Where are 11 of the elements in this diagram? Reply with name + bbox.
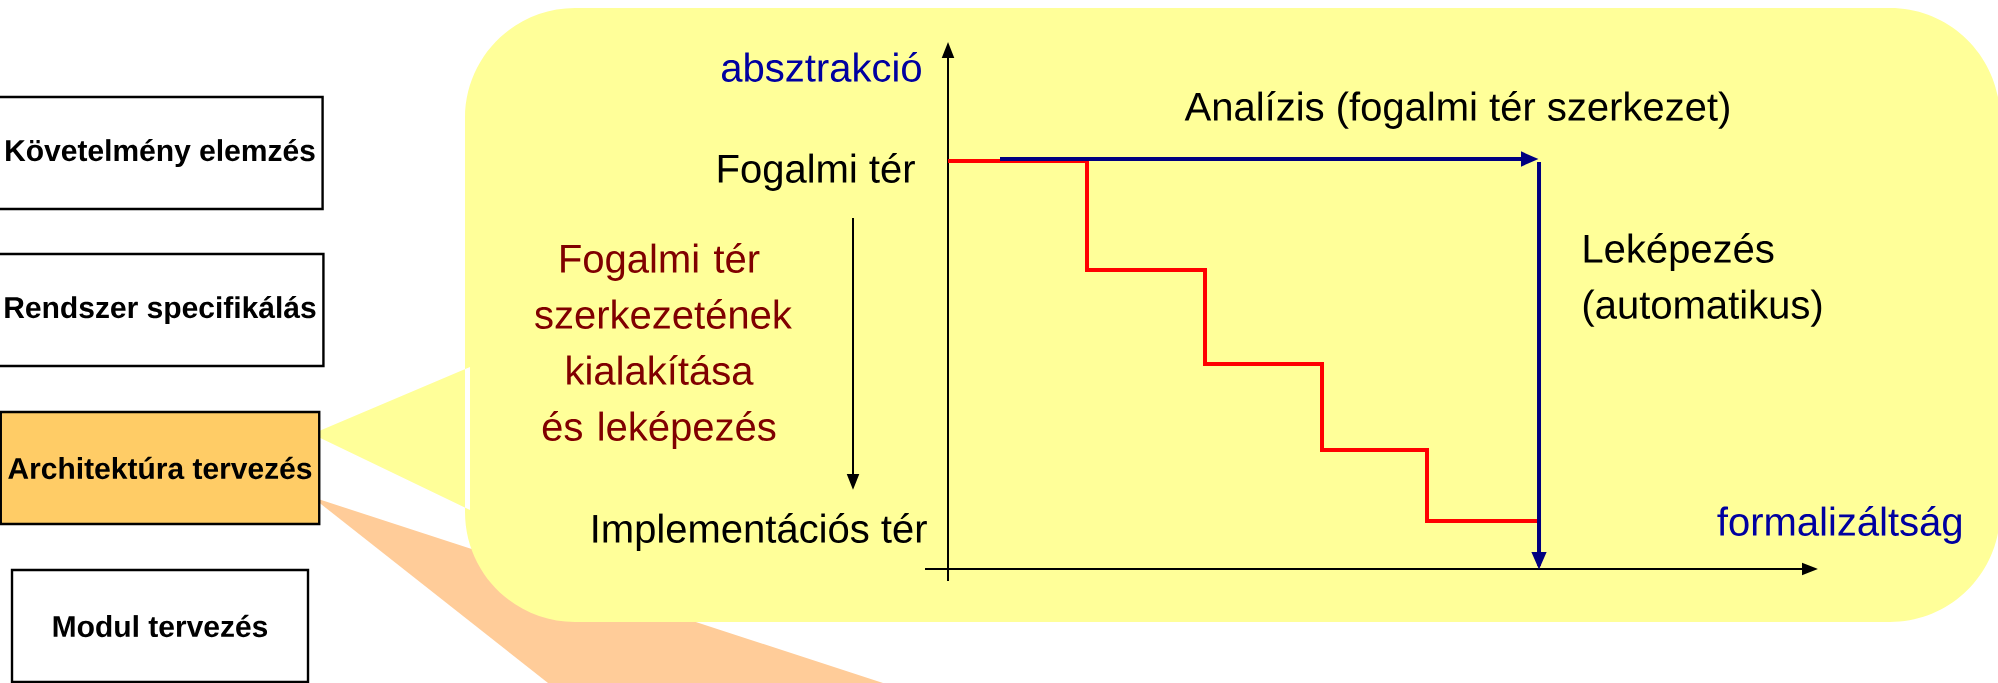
level-label: Fogalmi tér	[718, 153, 915, 191]
step-description: Fogalmi tér szerkezetének kialakítása és leképezés	[535, 243, 792, 449]
process-box: Rendszer specifikálás	[0, 252, 325, 368]
arrow-label: Leképezés (automatikus)	[1583, 233, 1822, 327]
level-label: Implementációs tér	[593, 513, 927, 551]
process-box: Architektúra tervezés	[0, 410, 321, 526]
arrow-label: Analízis (fogalmi tér szerkezet)	[1184, 91, 1729, 129]
axis-label: absztrakció	[722, 52, 921, 82]
axis-label: formalizáltság	[1717, 506, 1961, 544]
process-box: Követelmény elemzés	[0, 95, 324, 211]
process-box: Modul tervezés	[10, 568, 310, 683]
